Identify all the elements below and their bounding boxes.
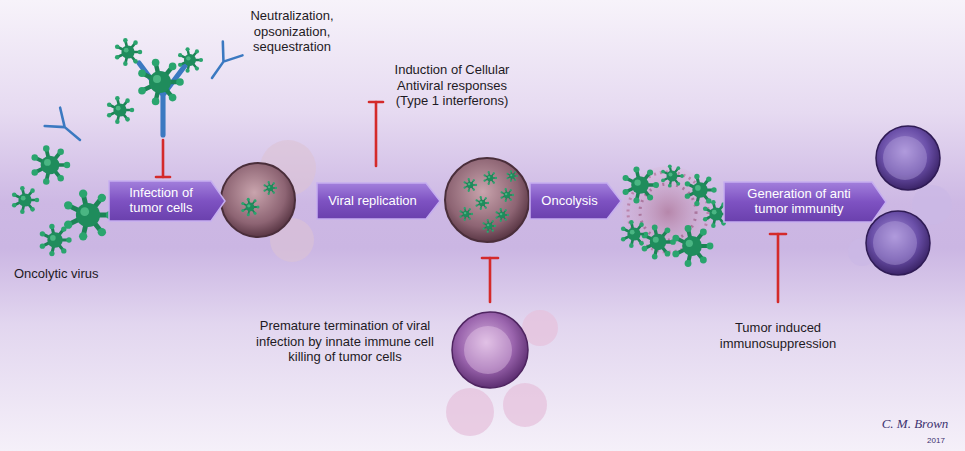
arrow-outline <box>109 181 225 221</box>
inhibitor-note: Tumor induced immunosuppression <box>700 320 856 351</box>
step-label: Oncolysis <box>541 194 597 209</box>
signature-year: 2017 <box>918 436 954 446</box>
arrow-outline <box>317 183 440 219</box>
inhibition-lines <box>156 102 786 302</box>
tumor-cell <box>221 140 316 262</box>
step-label: Infection of tumor cells <box>120 186 202 216</box>
antibodies <box>45 42 243 150</box>
infected-tumor-cell <box>445 158 529 242</box>
arrow-outline <box>724 182 886 222</box>
oncolytic-viruses <box>12 38 203 256</box>
inhibitor-note: Neutralization, opsonization, sequestrat… <box>236 8 348 55</box>
lysed-cell <box>621 164 730 266</box>
step-arrow: Viral replication <box>316 182 441 220</box>
inhibitor-note: Premature termination of viral infection… <box>252 318 438 365</box>
virus-label: Oncolytic virus <box>14 266 124 282</box>
step-label: Viral replication <box>328 194 417 209</box>
step-arrow: Infection of tumor cells <box>108 180 226 222</box>
innate-immune-cell <box>446 310 558 436</box>
step-arrow: Oncolysis <box>529 182 622 220</box>
step-arrow: Generation of anti tumor immunity <box>723 181 887 223</box>
step-label: Generation of anti tumor immunity <box>735 187 863 217</box>
arrow-outline <box>530 183 621 219</box>
inhibitor-note: Induction of Cellular Antiviral response… <box>386 62 518 109</box>
signature: C. M. Brown <box>872 416 958 432</box>
